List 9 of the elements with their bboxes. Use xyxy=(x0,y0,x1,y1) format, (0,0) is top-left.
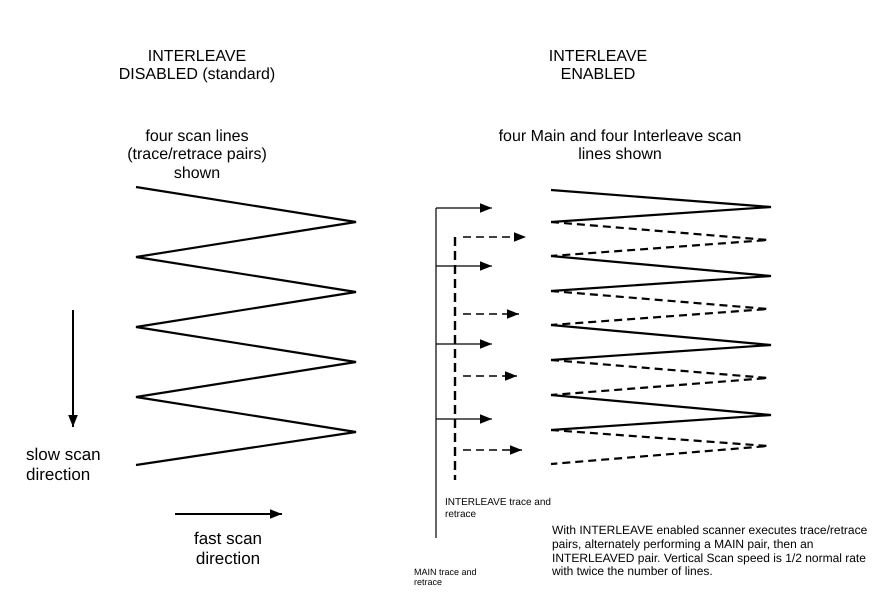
figure-caption: four Main and four Interleave scan lines shown xyxy=(498,128,742,165)
figure-caption: four scan lines (trace/retrace pairs) shown xyxy=(126,128,268,184)
annotation-text: INTERLEAVE trace and retrace xyxy=(445,497,552,520)
axis-label: slow scan direction xyxy=(26,445,102,484)
column-heading: INTERLEAVE DISABLED (standard) xyxy=(118,48,276,85)
column-heading: INTERLEAVE ENABLED xyxy=(548,48,648,85)
axis-label: fast scan direction xyxy=(192,529,264,568)
note-text: With INTERLEAVE enabled scanner executes trace/retrace pairs, alternately performing a MAIN pair, then an INTERLEAVED pair. Vertical Scan speed is 1/2 normal rate with twice the number of lines. xyxy=(552,524,868,580)
annotation-text: MAIN trace and retrace xyxy=(414,567,478,588)
